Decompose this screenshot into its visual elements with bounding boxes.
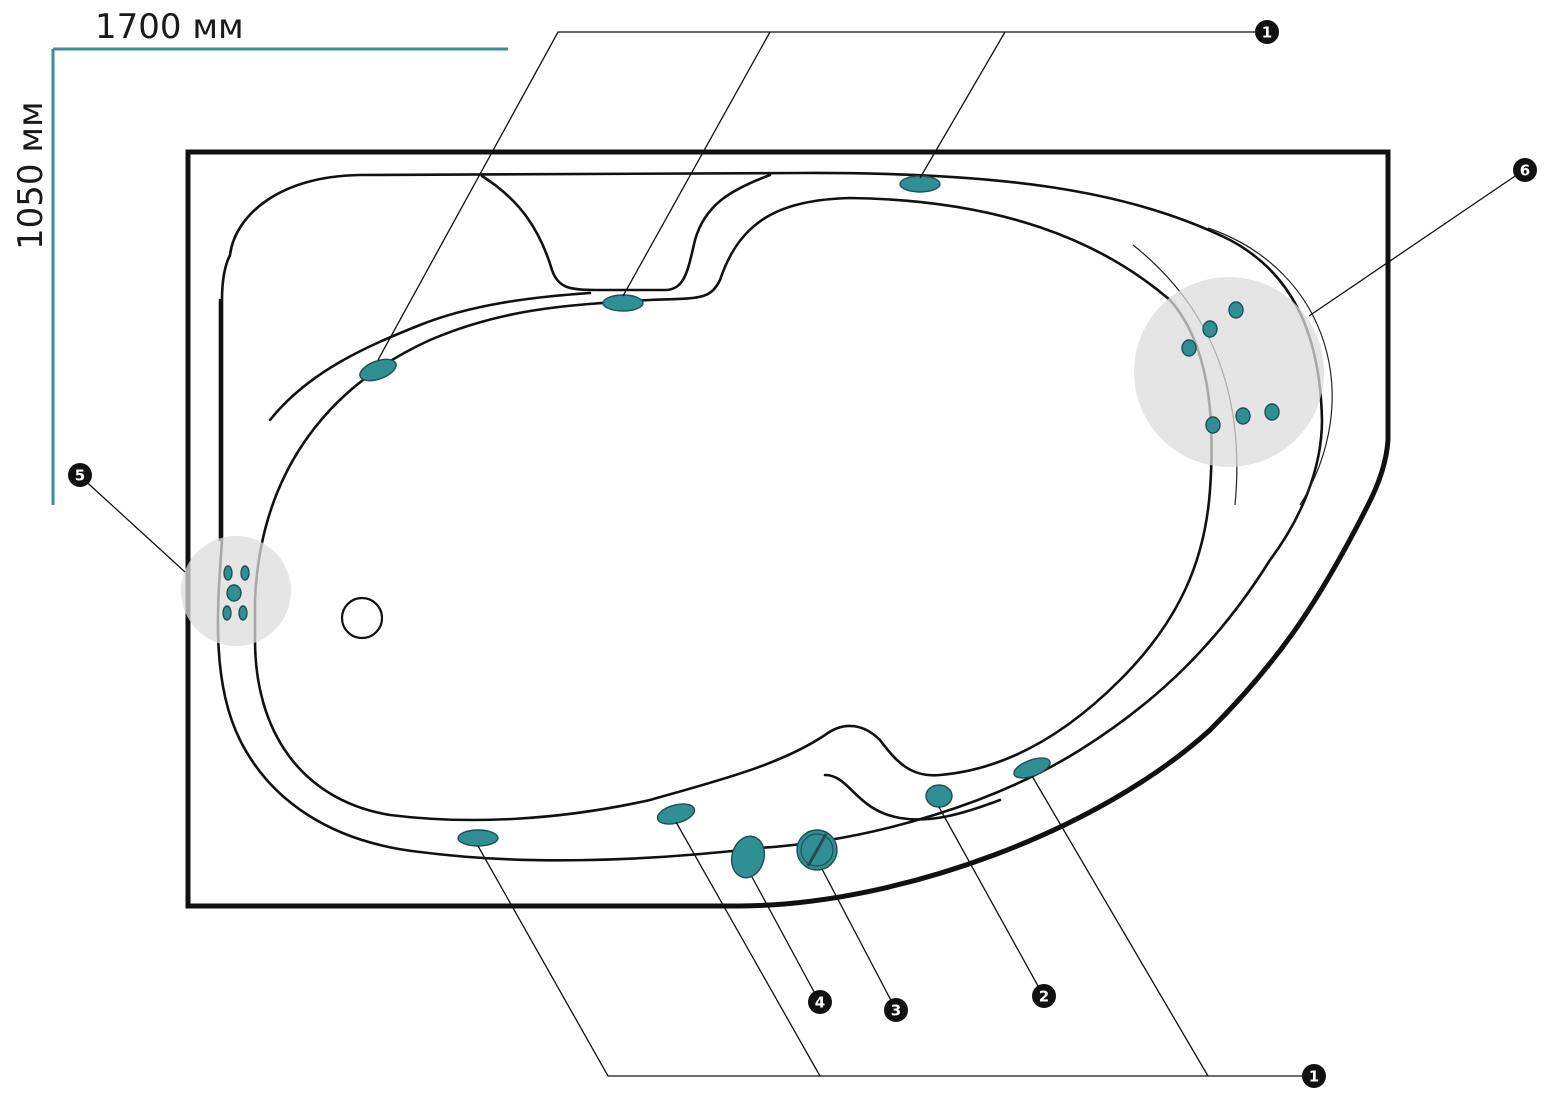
callout-badge — [1513, 158, 1537, 182]
back-curve-2 — [1207, 227, 1333, 506]
callout-bottom-1: 1 — [1302, 1064, 1326, 1088]
callout-badge — [1032, 984, 1056, 1008]
jet-bottom-left — [457, 829, 499, 847]
callout-badge — [884, 998, 908, 1022]
callout-number: 4 — [815, 994, 825, 1012]
callout-number: 3 — [891, 1002, 901, 1020]
air-regulator-ring — [800, 833, 834, 867]
back-jets — [1181, 301, 1280, 434]
jet-top-center — [602, 294, 644, 312]
callout-number: 5 — [75, 467, 85, 485]
leader-pneumatic-button — [751, 876, 820, 1002]
back-massage-zone — [1134, 277, 1324, 467]
foot-jet — [222, 605, 232, 621]
callout-3: 3 — [884, 998, 908, 1022]
callout-number: 2 — [1039, 988, 1049, 1006]
leader-back-zone — [1308, 169, 1525, 317]
tub-rim-outer — [216, 171, 1324, 862]
back-jet — [1228, 301, 1244, 319]
leader-foot-zone — [79, 475, 186, 573]
callout-6: 6 — [1513, 158, 1537, 182]
air-regulator — [796, 829, 838, 871]
callout-badge — [68, 463, 92, 487]
jet-bottom-right — [1013, 757, 1051, 779]
leader-water-intake — [938, 806, 1044, 996]
callout-5: 5 — [68, 463, 92, 487]
drain-hole — [340, 596, 384, 640]
callout-badge — [808, 990, 832, 1014]
foot-jet — [240, 565, 250, 581]
height-label: 1050 мм — [11, 101, 51, 250]
leader-top-center-jet — [622, 31, 771, 297]
back-jet — [1205, 416, 1221, 434]
jet-top-left — [359, 358, 397, 382]
back-jet — [1181, 339, 1197, 357]
jet-bottom-center — [656, 803, 696, 825]
jet-top-right — [899, 175, 941, 193]
water-intake — [925, 784, 953, 808]
headrest-notch — [480, 173, 772, 292]
leader-lines — [79, 31, 1525, 1077]
callout-number: 1 — [1262, 24, 1272, 42]
callout-4: 4 — [808, 990, 832, 1014]
air-regulator-slot — [806, 833, 828, 867]
foot-jet — [238, 605, 248, 621]
tub-frame — [185, 149, 1391, 909]
leader-bottom-right-jet — [1031, 775, 1209, 1077]
callout-number: 1 — [1309, 1068, 1319, 1086]
callout-number: 6 — [1520, 162, 1530, 180]
callout-badge — [1255, 20, 1279, 44]
back-jet — [1264, 403, 1280, 421]
callout-badge — [1302, 1064, 1326, 1088]
callout-2: 2 — [1032, 984, 1056, 1008]
leader-bottom-left-jet — [477, 845, 1313, 1077]
back-jet — [1202, 320, 1218, 338]
leader-top-right-jet — [919, 31, 1006, 179]
leader-air-regulator — [821, 868, 896, 1009]
foot-jet — [226, 584, 242, 602]
tub-basin-inner — [253, 196, 1213, 822]
leader-bottom-center-jet — [675, 821, 821, 1077]
foot-jets — [222, 565, 250, 621]
seat-rim — [268, 291, 592, 422]
side-jets — [359, 175, 1051, 847]
width-label: 1700 мм — [95, 7, 244, 47]
lower-rim — [823, 773, 1002, 821]
back-jet — [1235, 407, 1251, 425]
foot-jet — [223, 565, 233, 581]
callout-top-1: 1 — [1255, 20, 1279, 44]
dimension-markers: 1700 мм 1050 мм — [11, 7, 508, 505]
pneumatic-button — [730, 835, 766, 879]
leader-top-left-jet — [377, 31, 1265, 361]
